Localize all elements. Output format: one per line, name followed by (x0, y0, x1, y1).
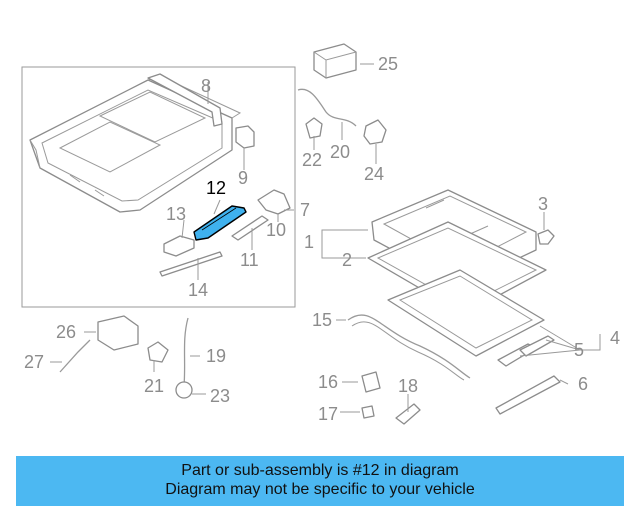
parts-diagram: 1 2 3 4 5 6 7 8 9 10 11 12 13 14 15 16 1… (21, 43, 620, 425)
callout-7: 7 (300, 200, 310, 220)
part-8-rail (147, 73, 223, 127)
part-17-clip (361, 405, 375, 419)
callout-23: 23 (210, 386, 230, 406)
part-23-grommet (175, 381, 193, 399)
leader-lines (50, 63, 601, 413)
callout-10: 10 (266, 220, 286, 240)
callout-3: 3 (538, 194, 548, 214)
part-21-bracket (147, 341, 169, 363)
callout-6: 6 (578, 374, 588, 394)
inset-frame (21, 66, 296, 308)
banner-line-part: Part or sub-assembly is #12 in diagram (181, 462, 459, 479)
callout-1: 1 (304, 232, 314, 252)
part-9-clip (235, 125, 255, 149)
part-10-bracket (257, 189, 291, 215)
part-25-motor (313, 43, 357, 79)
part-13-block (163, 235, 195, 257)
info-banner: Part or sub-assembly is #12 in diagram D… (16, 456, 624, 506)
part-22-clip (305, 117, 323, 139)
callout-19: 19 (206, 346, 226, 366)
part-11-rail (231, 215, 269, 241)
callout-18: 18 (398, 376, 418, 396)
callout-16: 16 (318, 372, 338, 392)
roof-frame-assembly (29, 75, 242, 213)
callout-21: 21 (144, 376, 164, 396)
part-16-pad (361, 371, 381, 393)
callout-12: 12 (206, 178, 226, 198)
callout-8: 8 (201, 76, 211, 96)
part-26-motor-unit (97, 315, 139, 351)
banner-line-disclaimer: Diagram may not be specific to your vehi… (165, 481, 475, 498)
callout-4: 4 (610, 328, 620, 348)
part-12-guide-highlighted (193, 205, 247, 241)
callout-14: 14 (188, 280, 208, 300)
part-27-cable (59, 339, 91, 373)
part-15-weatherstrip (347, 314, 471, 379)
callout-25: 25 (378, 54, 398, 74)
part-3-screw (537, 229, 555, 245)
callout-2: 2 (342, 250, 352, 270)
callout-9: 9 (238, 168, 248, 188)
part-20-drain-hose (297, 88, 357, 127)
callout-27: 27 (24, 352, 44, 372)
part-14-cable (159, 251, 223, 277)
callout-22: 22 (302, 150, 322, 170)
part-19-hose (183, 317, 189, 387)
callout-20: 20 (330, 142, 350, 162)
part-6-rail (495, 375, 561, 415)
callout-13: 13 (166, 204, 186, 224)
callout-24: 24 (364, 164, 384, 184)
callout-17: 17 (318, 404, 338, 424)
part-24-bracket (363, 119, 387, 145)
part-4-frame (387, 269, 545, 357)
callout-26: 26 (56, 322, 76, 342)
callout-11: 11 (240, 250, 259, 270)
callout-15: 15 (312, 310, 332, 330)
callout-5: 5 (574, 340, 584, 360)
